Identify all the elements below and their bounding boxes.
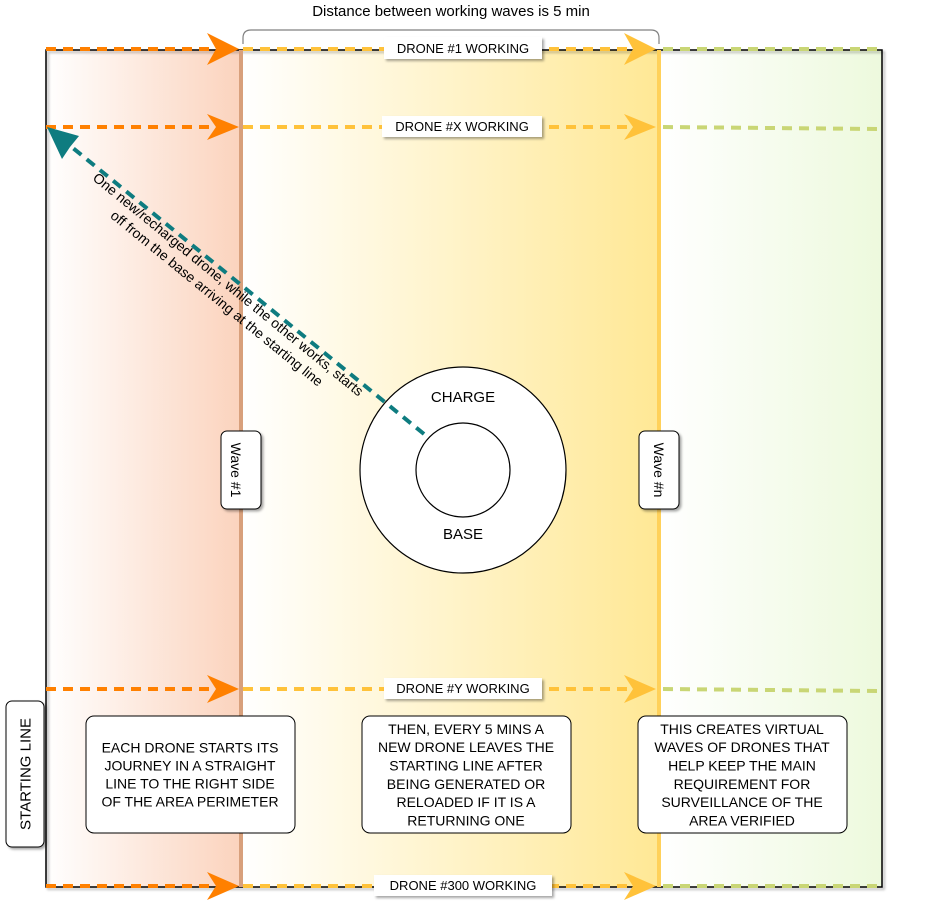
- note-line: REQUIREMENT FOR: [674, 776, 811, 792]
- arrowhead-yellow: [624, 872, 656, 900]
- note-line: LINE TO THE RIGHT SIDE: [105, 776, 274, 792]
- note-line: WAVES OF DRONES THAT: [654, 739, 830, 755]
- note-line: RELOADED IF IT IS A: [396, 794, 536, 810]
- wave-n-label: Wave #n: [651, 443, 667, 498]
- arrowhead-yellow: [624, 114, 656, 140]
- arrowhead-orange: [207, 33, 239, 65]
- drone-label-box: [384, 678, 542, 699]
- drone-label-box: [384, 37, 542, 59]
- note-line: AREA VERIFIED: [689, 812, 795, 828]
- note-line: THEN, EVERY 5 MINS A: [388, 721, 545, 737]
- base-circle: [415, 422, 511, 518]
- drone-line: DRONE #Y WORKING: [46, 675, 881, 703]
- note-line: HELP KEEP THE MAIN: [668, 757, 816, 773]
- wave-n-tag-box: [638, 430, 680, 510]
- drone-label: DRONE #X WORKING: [395, 119, 529, 134]
- note-left: EACH DRONE STARTS ITS JOURNEY IN A STRAIG…: [101, 740, 278, 810]
- launch-path-arrow: [66, 142, 426, 436]
- note-line: JOURNEY IN A STRAIGHT: [105, 758, 276, 774]
- base-label: BASE: [443, 526, 483, 543]
- arrowhead-orange: [207, 675, 239, 703]
- note-box-right: [637, 715, 848, 834]
- note-box-middle: [361, 715, 572, 834]
- distance-brace: [242, 29, 660, 44]
- arrowhead-yellow: [624, 675, 656, 703]
- launch-arrowhead: [47, 127, 79, 159]
- drone-label-box: [374, 875, 552, 896]
- drone-label: DRONE #300 WORKING: [390, 878, 537, 893]
- drone-line: DRONE #300 WORKING: [46, 872, 880, 900]
- note-box-left: [85, 715, 296, 834]
- note-line: THIS CREATES VIRTUAL: [660, 721, 824, 737]
- note-line: STARTING LINE AFTER: [389, 757, 543, 773]
- charge-label: CHARGE: [431, 389, 495, 406]
- drone-line: DRONE #X WORKING: [46, 114, 881, 140]
- note-line: RETURNING ONE: [407, 812, 524, 828]
- starting-line-label: STARTING LINE: [18, 718, 35, 830]
- drone-label: DRONE #1 WORKING: [397, 41, 529, 56]
- note-line: EACH DRONE STARTS ITS: [102, 740, 279, 756]
- arrowhead-orange: [207, 872, 239, 900]
- arrowhead-yellow: [624, 33, 656, 65]
- note-right: THIS CREATES VIRTUAL WAVES OF DRONES THAT…: [654, 721, 830, 829]
- note-line: BEING GENERATED OR: [387, 776, 545, 792]
- starting-line-tag-box: [5, 700, 45, 848]
- note-line: NEW DRONE LEAVES THE: [378, 739, 554, 755]
- note-line: SURVEILLANCE OF THE: [661, 794, 822, 810]
- note-line: OF THE AREA PERIMETER: [101, 794, 278, 810]
- note-middle: THEN, EVERY 5 MINS A NEW DRONE LEAVES THE…: [378, 721, 554, 829]
- drone-label-box: [382, 116, 542, 137]
- arrowhead-orange: [207, 114, 239, 140]
- distance-note: Distance between working waves is 5 min: [312, 3, 590, 20]
- drone-label: DRONE #Y WORKING: [396, 681, 529, 696]
- drone-line: DRONE #1 WORKING: [46, 33, 880, 65]
- wave-1-tag-box: [220, 430, 262, 510]
- wave-1-label: Wave #1: [228, 443, 244, 498]
